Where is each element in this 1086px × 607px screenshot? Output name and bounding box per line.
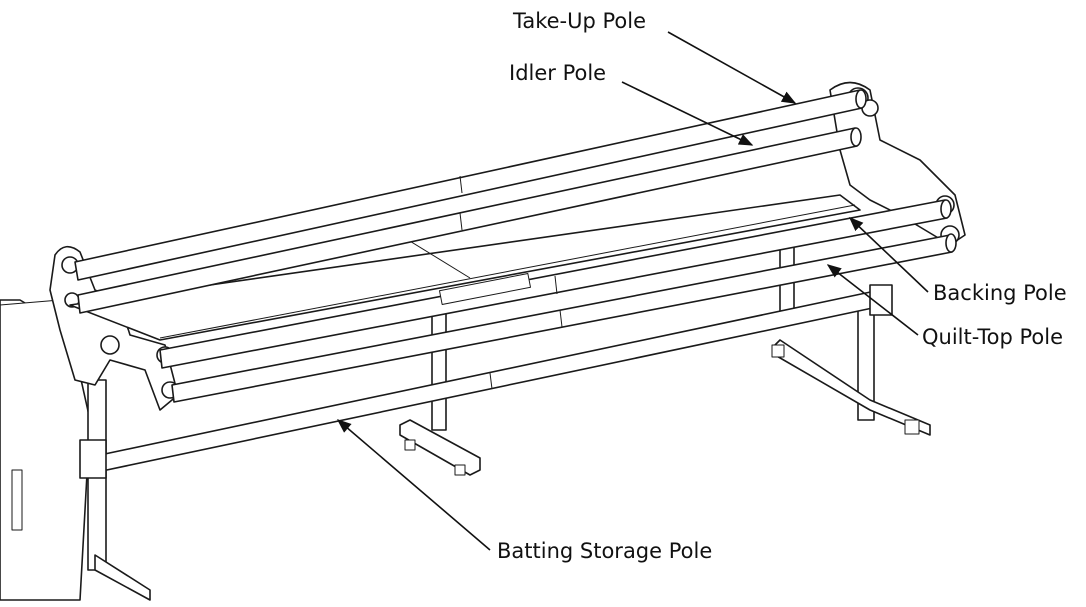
label-take-up-pole: Take-Up Pole [512,9,646,33]
batting-pole-bracket-right [869,284,893,316]
label-quilt-top-pole: Quilt-Top Pole [922,325,1063,349]
leader-lines [336,31,929,551]
leader-backing-pole [848,217,929,293]
label-idler-pole: Idler Pole [509,61,606,85]
leader-batting-storage-pole [336,419,491,551]
batting-pole-bracket-left [79,439,107,479]
left-foot [94,554,151,601]
right-foot [774,339,931,436]
frame-drawing [0,81,966,601]
label-batting-storage-pole: Batting Storage Pole [497,539,712,563]
carriage-plate [438,273,532,305]
leader-idler-pole [621,81,754,146]
labels: Take-Up Pole Idler Pole Backing Pole Qui… [497,9,1067,563]
leader-quilt-top-pole [826,264,919,336]
leader-take-up-pole [667,31,797,104]
center-foot [399,419,481,476]
table-top [69,194,861,341]
label-backing-pole: Backing Pole [933,281,1067,305]
center-leg [431,304,447,431]
